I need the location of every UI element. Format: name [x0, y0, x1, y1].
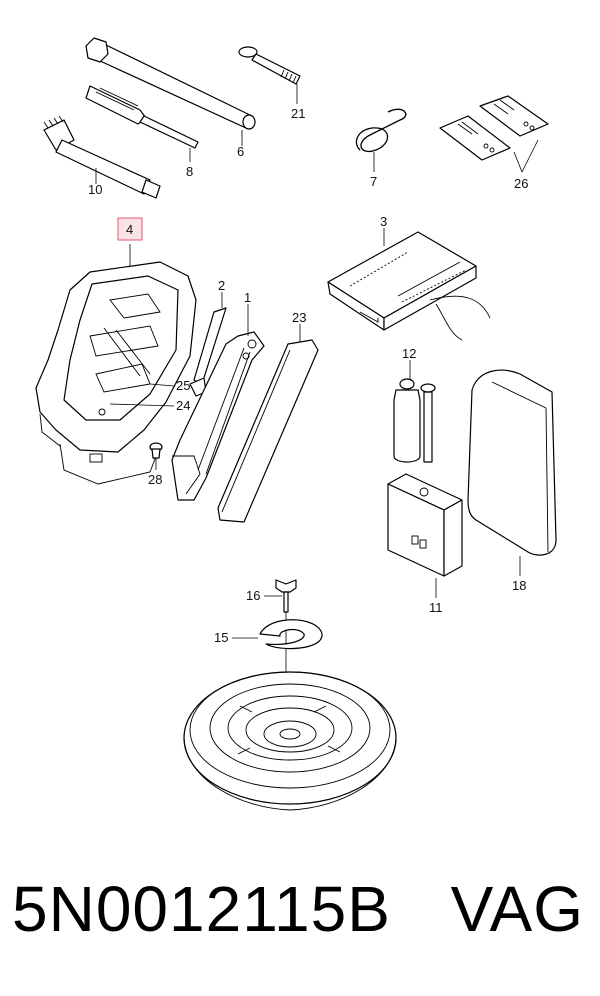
callout-12: 12 [402, 346, 416, 361]
part-number: 5N0012115B [12, 873, 391, 945]
screwdriver-part [85, 85, 199, 162]
callout-labels: 21 6 8 10 7 26 4 3 2 1 23 25 24 28 12 11… [88, 106, 528, 645]
callout-23: 23 [292, 310, 306, 325]
storage-case-part [327, 228, 491, 341]
callout-21: 21 [291, 106, 305, 121]
callout-6: 6 [237, 144, 244, 159]
callout-10: 10 [88, 182, 102, 197]
parts-diagram: 21 6 8 10 7 26 4 3 2 1 23 25 24 28 12 11… [35, 37, 557, 811]
callout-4: 4 [126, 222, 133, 237]
callout-1: 1 [244, 290, 251, 305]
callout-7: 7 [370, 174, 377, 189]
marker-plates-part [439, 95, 549, 173]
cover-panel-part [467, 369, 557, 576]
wire-clip-part [355, 108, 407, 172]
callout-3: 3 [380, 214, 387, 229]
towing-eye-part [238, 46, 301, 104]
callout-8: 8 [186, 164, 193, 179]
callout-28: 28 [148, 472, 162, 487]
jack-part [171, 292, 265, 501]
callout-2: 2 [218, 278, 225, 293]
callout-16: 16 [246, 588, 260, 603]
wheel-wrench-part [85, 37, 256, 146]
callout-4-highlight-box [117, 217, 143, 241]
callout-18: 18 [512, 578, 526, 593]
tool-holder-part [35, 244, 197, 485]
callout-15: 15 [214, 630, 228, 645]
callout-11: 11 [429, 600, 443, 615]
brand-name: VAG [450, 873, 584, 945]
sealant-bottle-part [393, 360, 436, 463]
callout-24: 24 [176, 398, 190, 413]
spare-wheel-part [183, 671, 397, 811]
spring-washer-part [232, 619, 323, 650]
callout-25: 25 [176, 378, 190, 393]
compressor-box-part [387, 473, 463, 598]
callout-26: 26 [514, 176, 528, 191]
bolt-28-part [149, 442, 163, 470]
wing-bolt-part [264, 579, 297, 740]
bolt-brush-part [43, 115, 161, 199]
rod-cover-part [217, 324, 319, 523]
